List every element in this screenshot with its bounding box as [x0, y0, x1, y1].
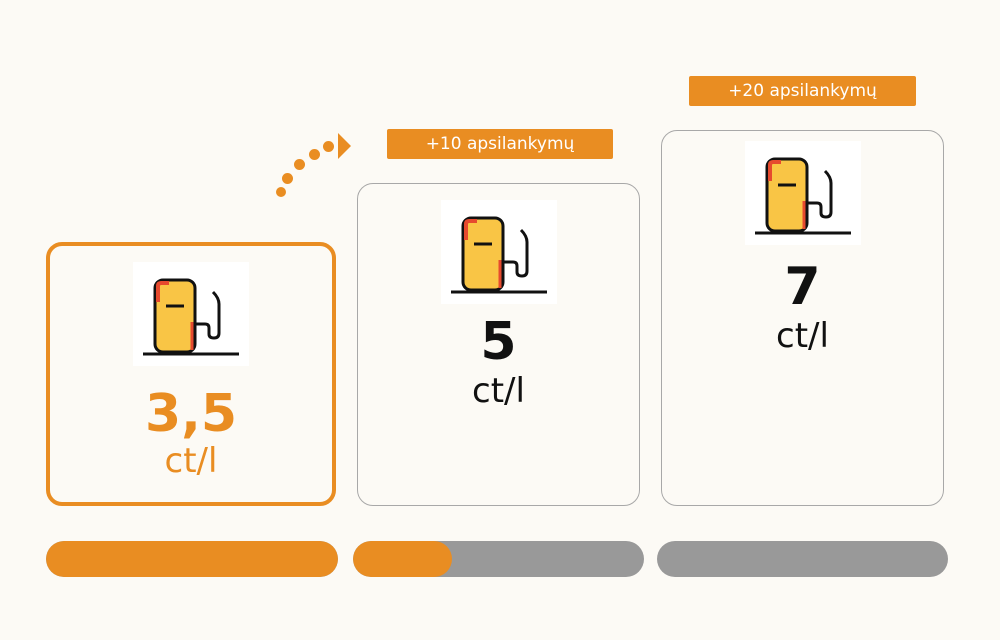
tier-card-3[interactable]: 7 ct/l — [661, 130, 944, 506]
tier-amount: 3,5 — [144, 384, 238, 444]
progress-fill — [46, 541, 338, 577]
tier-badge-3: +20 apsilankymų — [689, 76, 916, 106]
tier-card-2[interactable]: 5 ct/l — [357, 183, 640, 506]
progress-bar-1 — [46, 541, 338, 577]
tier-badge-2: +10 apsilankymų — [387, 129, 613, 159]
tier-amount: 5 — [480, 312, 517, 372]
tier-unit: ct/l — [164, 441, 218, 481]
tier-card-1[interactable]: 3,5 ct/l — [46, 242, 336, 506]
tier-amount: 7 — [784, 257, 821, 317]
tier-unit: ct/l — [472, 371, 525, 411]
progress-bar-3 — [657, 541, 948, 577]
progress-fill — [353, 541, 452, 577]
tier-unit: ct/l — [776, 316, 829, 356]
fuel-pump-icon — [440, 200, 557, 304]
progress-bar-2 — [353, 541, 644, 577]
fuel-pump-icon — [744, 141, 861, 245]
fuel-pump-icon — [133, 262, 249, 366]
